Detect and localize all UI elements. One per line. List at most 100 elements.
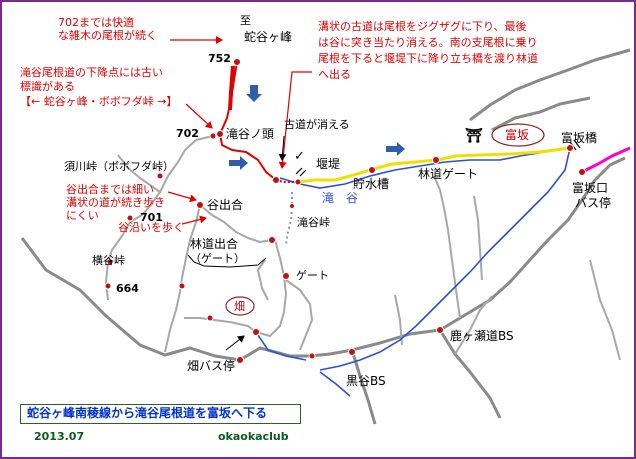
elev-752: 752: [208, 52, 231, 65]
road-north-east: [469, 48, 631, 122]
road-east: [439, 156, 626, 332]
note4: 谷沿いを歩く: [118, 221, 184, 234]
trail-se: [454, 295, 493, 355]
rindo-deai-label: 林道出合: [190, 237, 239, 251]
note4-arrow: [181, 215, 207, 225]
point-kurodani: [348, 348, 356, 356]
walked-route-upper: [219, 61, 277, 181]
trail-gate-west: [257, 259, 269, 301]
note2-line2: 標識がある: [20, 80, 75, 93]
rindo-gate-label: 林道ゲート: [418, 167, 479, 181]
rindo-deai-gate-label: （ゲート）: [190, 252, 245, 265]
takitani-river: [279, 147, 571, 189]
point-rindo-deai: [268, 236, 276, 244]
walked-route-dotted: [275, 179, 298, 183]
chosuiso-label: 貯水槽: [353, 177, 390, 191]
trail-north-branch: [433, 175, 461, 319]
point-road-south: [308, 352, 316, 360]
check-icon: ✓: [294, 149, 305, 164]
taniideai-label: 谷出合: [207, 198, 244, 212]
bus-road: [581, 146, 631, 174]
hatake-label: 畑: [234, 300, 245, 313]
direction-arrows: [229, 85, 405, 170]
note3-line3: にくい: [66, 209, 99, 222]
hatake-oval: [225, 296, 255, 316]
note5-line1: 溝状の古道は尾根をジグザグに下り、最後: [318, 20, 527, 33]
takitani-atama-label: 滝谷ノ頭: [226, 127, 275, 141]
point-752: [233, 58, 241, 66]
trail-hatake: [184, 317, 257, 333]
trail-kurodani: [394, 294, 403, 346]
trail-taniideai: [199, 204, 273, 243]
point-yokotani: [106, 258, 114, 266]
point-701: [126, 214, 134, 222]
point-hatake-trail: [252, 328, 260, 336]
arrow-down: [246, 85, 262, 102]
gate-label: ゲート: [296, 269, 329, 282]
entei-label: 堰堤: [316, 157, 341, 171]
point-ridge-mid: [178, 282, 186, 290]
point-tomisaka-bashi: [566, 144, 574, 152]
point-takitani-toge: [289, 203, 295, 209]
point-tomisakaguchi: [578, 168, 586, 176]
arrow-right-1: [229, 156, 248, 170]
forest-road: [297, 146, 571, 184]
note1-line1: 702までは快適: [58, 16, 134, 29]
trail-rindo-east: [285, 279, 313, 351]
river-east: [415, 147, 571, 327]
trail-far-e: [589, 259, 621, 361]
title-box: [20, 404, 301, 424]
yokotani-toge-label: 横谷峠: [92, 254, 125, 267]
sugawa-toge-label: 須川峠（ボボフダ峠）: [64, 160, 174, 173]
river-kurodani: [319, 371, 351, 397]
tomisakaguchi-label: 富坂口: [572, 181, 609, 195]
note5-arrow: [278, 71, 312, 169]
trail-northwest: [117, 154, 161, 193]
map-date: 2013.07: [34, 430, 85, 443]
elev-664: 664: [116, 282, 139, 295]
summit-label: 蛇谷ヶ峰: [244, 30, 293, 44]
note5-line4: へ出る: [318, 68, 351, 81]
ridge-south: [164, 204, 201, 353]
note5-line2: は谷に突き当たり消える。南の支尾根に乗り: [318, 36, 538, 49]
trails: [105, 135, 621, 361]
furumichi-arrow: [278, 135, 287, 161]
point-bottom-route: [272, 176, 280, 184]
river-hatake: [255, 331, 307, 361]
trail-gate-down: [255, 239, 287, 337]
point-hatake-bus: [236, 356, 244, 364]
road-southeast: [438, 329, 502, 419]
rindo-deai-bracket: [187, 254, 267, 268]
summit-to-label: 至: [240, 14, 251, 27]
point-takitani-atama: [216, 130, 224, 138]
elev-701: 701: [140, 211, 163, 224]
shrine-icon: ⛩: [465, 128, 483, 144]
rivers: [255, 147, 571, 397]
map-credit: okaokaclub: [218, 430, 289, 443]
kurodani-bs-label: 黒谷BS: [346, 374, 386, 388]
takitani-toge-label: 滝谷峠: [297, 216, 330, 229]
tomisaka-bashi-label: 富坂橋: [561, 131, 598, 145]
point-entei: [294, 178, 302, 186]
furumichi-kieru-label: 古道が消える: [284, 118, 350, 131]
tomisaka-oval: [491, 123, 545, 147]
point-664: [104, 282, 112, 290]
note3-line2: 溝状の道が続き歩き: [66, 196, 165, 209]
note2-line1: 滝谷尾根道の下降点には古い: [20, 66, 163, 79]
hatake-bus-label: 畑バス停: [187, 359, 236, 373]
walked-route-thick: [228, 65, 235, 111]
note3-arrow: [167, 191, 197, 203]
tomisaka-label: 富坂: [505, 128, 530, 142]
note3-line1: 谷出合までは細い: [66, 183, 154, 196]
note2-arrow: [185, 103, 213, 129]
hatake-bus-arrow: [225, 335, 245, 351]
map-title: 蛇谷ヶ峰南稜線から滝谷尾根道を富坂へ下る: [27, 406, 268, 420]
note1-line2: な雑木の尾根が続く: [58, 29, 157, 42]
road-north-east-2: [491, 96, 591, 132]
point-gate: [282, 272, 290, 280]
point-hatake: [206, 314, 214, 322]
note5-line3: 尾根を下ると堰堤下に降り立ち橋を渡り林道: [318, 52, 538, 65]
